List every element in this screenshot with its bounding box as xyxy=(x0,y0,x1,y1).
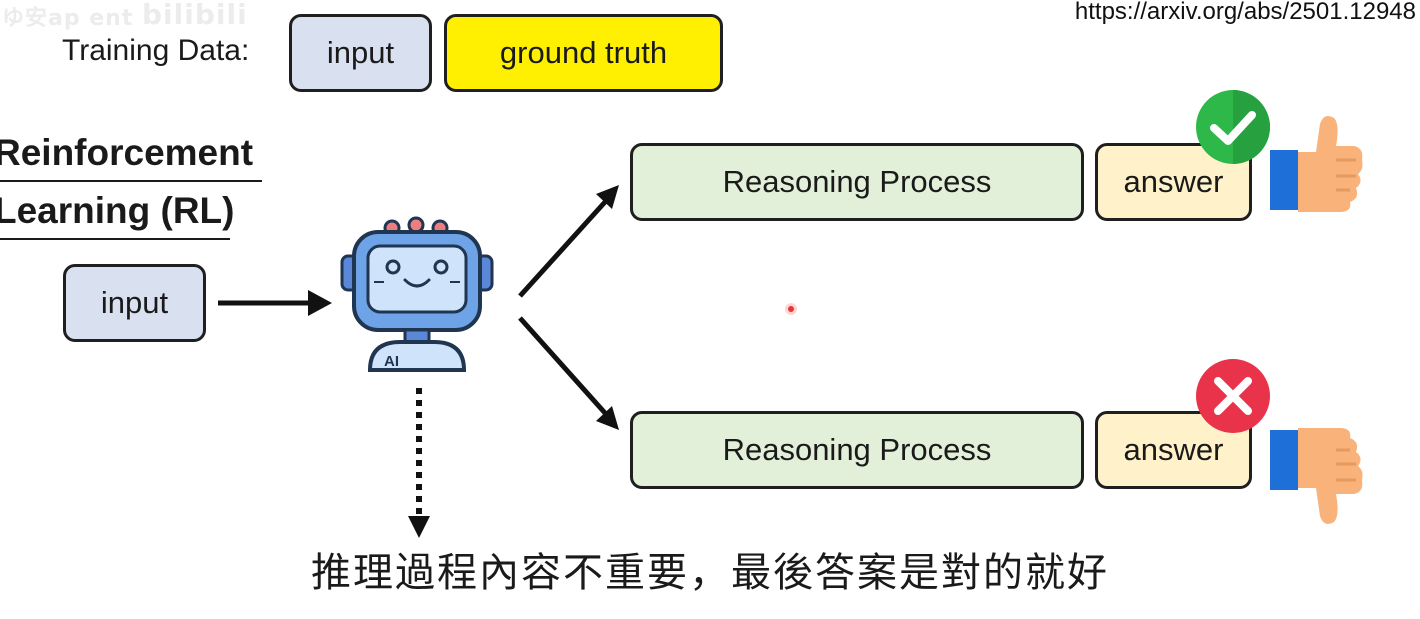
video-watermark: ゆ安ap ent bilibili xyxy=(0,0,260,31)
branch-arrow-down xyxy=(518,316,619,430)
ground-truth-box: ground truth xyxy=(444,14,723,92)
answer-box-top: answer xyxy=(1095,143,1252,221)
rl-title: Reinforcement Learning (RL) xyxy=(0,126,262,240)
bilibili-logo: bilibili xyxy=(142,0,248,31)
cross-icon xyxy=(1196,359,1270,433)
rl-title-line2: Learning (RL) xyxy=(0,184,234,240)
watermark-text: ゆ安ap ent xyxy=(2,6,134,31)
training-data-label: Training Data: xyxy=(62,34,250,67)
pointer-dot xyxy=(785,303,797,315)
dotted-arrow-down xyxy=(408,388,430,538)
check-icon xyxy=(1196,90,1270,164)
flow-input-box: input xyxy=(63,264,206,342)
input-to-model-arrow xyxy=(218,290,332,316)
source-url[interactable]: https://arxiv.org/abs/2501.12948 xyxy=(1074,0,1416,25)
reasoning-process-box-bottom: Reasoning Process xyxy=(630,411,1084,489)
thumbs-down-icon xyxy=(1270,428,1363,524)
thumbs-up-icon xyxy=(1270,116,1363,212)
robot-badge-text: AI xyxy=(384,353,399,370)
robot-icon xyxy=(340,216,494,372)
caption: 推理過程內容不重要，最後答案是對的就好 xyxy=(311,550,1109,596)
reasoning-process-box-top: Reasoning Process xyxy=(630,143,1084,221)
training-input-box: input xyxy=(289,14,432,92)
branch-arrow-up xyxy=(518,185,619,298)
rl-title-line1: Reinforcement xyxy=(0,126,262,182)
